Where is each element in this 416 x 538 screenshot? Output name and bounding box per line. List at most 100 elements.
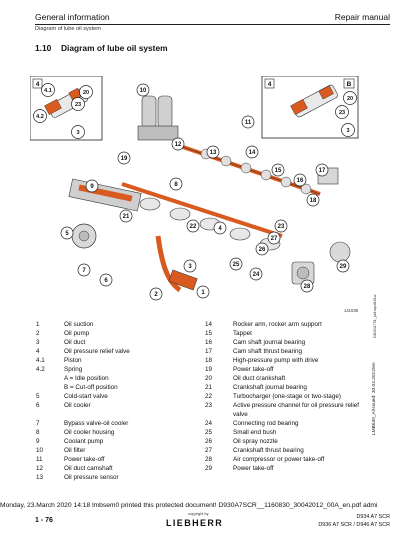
header-chapter: General information xyxy=(35,12,110,22)
svg-text:B: B xyxy=(347,81,352,88)
callout-13: 13 xyxy=(206,145,220,159)
legend-item-text: Small end bush xyxy=(233,429,277,436)
svg-text:23: 23 xyxy=(75,102,81,108)
oil-filter-housing xyxy=(137,95,179,141)
legend-item-text: Spring xyxy=(64,366,83,373)
legend-item-text: Bypass valve-oil cooler xyxy=(64,420,129,427)
svg-text:4: 4 xyxy=(218,226,222,232)
callout-2: 2 xyxy=(149,287,163,301)
svg-text:16: 16 xyxy=(297,178,304,184)
legend-item-number: 17 xyxy=(205,348,213,355)
legend-item-number: 3 xyxy=(36,339,40,346)
legend-item: 6 Oil cooler xyxy=(36,401,196,410)
legend-item: 12 Oil duct camshaft xyxy=(36,464,196,473)
legend-item-text: Active pressure channel for oil pressure… xyxy=(233,402,359,418)
legend-item-number: 11 xyxy=(36,456,43,463)
callout-17: 17 xyxy=(315,163,329,177)
svg-text:22: 22 xyxy=(190,224,197,230)
callout-inset-right-tag: 4 xyxy=(264,78,275,89)
legend-item-number xyxy=(36,410,64,419)
power-take-off-29 xyxy=(329,241,351,263)
legend-item-text: Oil filter xyxy=(64,447,86,454)
legend-item-number: 4.1 xyxy=(36,357,45,364)
legend-item-number: 12 xyxy=(36,465,44,472)
legend-item-text: Crankshaft thrust bearing xyxy=(233,447,304,454)
svg-text:23: 23 xyxy=(278,224,285,230)
legend-item-number: 4.2 xyxy=(36,366,45,373)
header-divider xyxy=(35,24,390,25)
svg-text:29: 29 xyxy=(340,264,347,270)
callout-18: 18 xyxy=(306,193,320,207)
legend-item-number: 22 xyxy=(205,393,213,400)
header-subtitle: Diagram of lube oil system xyxy=(35,26,101,32)
legend-item-number: 1 xyxy=(36,321,40,328)
figure-id: 141038 xyxy=(344,308,358,313)
legend-item-number xyxy=(36,374,64,383)
legend-item-number: 15 xyxy=(205,330,213,337)
svg-text:1: 1 xyxy=(201,290,205,296)
legend-item-text: Connecting rod bearing xyxy=(233,420,299,427)
inset-right-valve xyxy=(290,84,338,118)
svg-text:25: 25 xyxy=(233,262,240,268)
svg-text:6: 6 xyxy=(104,278,108,284)
legend-item-number: 28 xyxy=(205,456,213,463)
callout-28: 28 xyxy=(300,279,314,293)
inset-left-callout-23: 23 xyxy=(71,97,85,111)
callout-24: 24 xyxy=(249,267,263,281)
oil-duct-crankshaft xyxy=(121,182,283,238)
svg-text:18: 18 xyxy=(310,198,317,204)
legend-item-number: 21 xyxy=(205,384,213,391)
callout-23: 23 xyxy=(274,219,288,233)
svg-text:21: 21 xyxy=(123,214,130,220)
legend-item-text: Oil duct camshaft xyxy=(64,465,113,472)
callout-8: 8 xyxy=(169,177,183,191)
svg-text:4.2: 4.2 xyxy=(36,114,44,120)
legend-item-number: 16 xyxy=(205,339,213,346)
legend-item-text: Piston xyxy=(64,357,82,364)
callout-15: 15 xyxy=(271,163,285,177)
legend-item: B = Cut-off position xyxy=(36,383,196,392)
callout-22: 22 xyxy=(186,219,200,233)
svg-text:23: 23 xyxy=(339,110,345,116)
oil-suction-pipe xyxy=(155,235,182,293)
brand-logo: LIEBHERR xyxy=(166,518,224,528)
legend-item-text: Oil cooler xyxy=(64,402,91,409)
callout-inset-left-tag: 4 xyxy=(32,78,43,89)
legend-item-number: 6 xyxy=(36,402,40,409)
legend-item-number: 4 xyxy=(36,348,40,355)
svg-text:4: 4 xyxy=(268,81,272,88)
legend-item-number: 25 xyxy=(205,429,213,436)
svg-text:12: 12 xyxy=(175,142,182,148)
air-compressor xyxy=(291,261,315,285)
inset-right-callout-3: 3 xyxy=(341,123,355,137)
legend-item-text: Turbocharger (one-stage or two-stage) xyxy=(233,393,341,400)
legend-item-text: Oil pump xyxy=(64,330,90,337)
legend-item-number xyxy=(36,383,64,392)
page-number: 1 - 76 xyxy=(35,517,53,524)
svg-text:4: 4 xyxy=(36,81,40,88)
legend-item-number: 26 xyxy=(205,438,213,445)
legend-item-number: 8 xyxy=(36,429,40,436)
legend-item-number: 19 xyxy=(205,366,213,373)
svg-text:5: 5 xyxy=(65,231,69,237)
callout-3: 3 xyxy=(183,259,197,273)
legend-item-number: 13 xyxy=(36,474,44,481)
header-manual-type: Repair manual xyxy=(334,12,390,22)
callout-5: 5 xyxy=(60,226,74,240)
side-reference-code: DB1011791_pb1rapid181w xyxy=(373,294,377,338)
